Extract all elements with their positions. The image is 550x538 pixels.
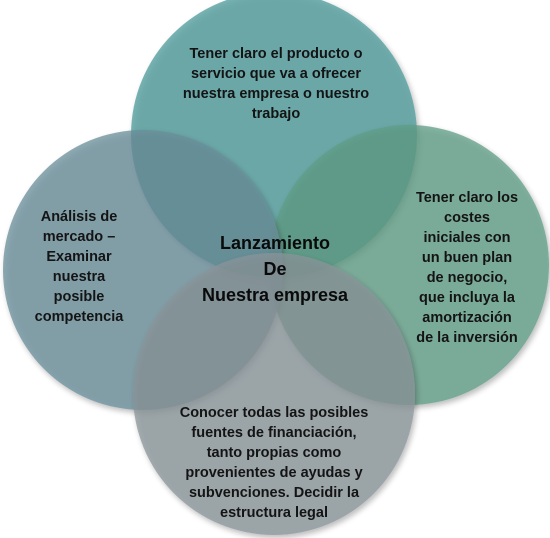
label-right: Tener claro los costes iniciales con un … [415, 190, 519, 346]
label-top: Tener claro el producto o servicio que v… [182, 46, 370, 122]
center-title: Lanzamiento De Nuestra empresa [201, 233, 349, 305]
label-bottom: Conocer todas las posibles fuentes de fi… [179, 405, 369, 521]
label-left: Análisis de mercado – Examinar nuestra p… [34, 209, 124, 325]
circle-bottom [133, 253, 415, 535]
